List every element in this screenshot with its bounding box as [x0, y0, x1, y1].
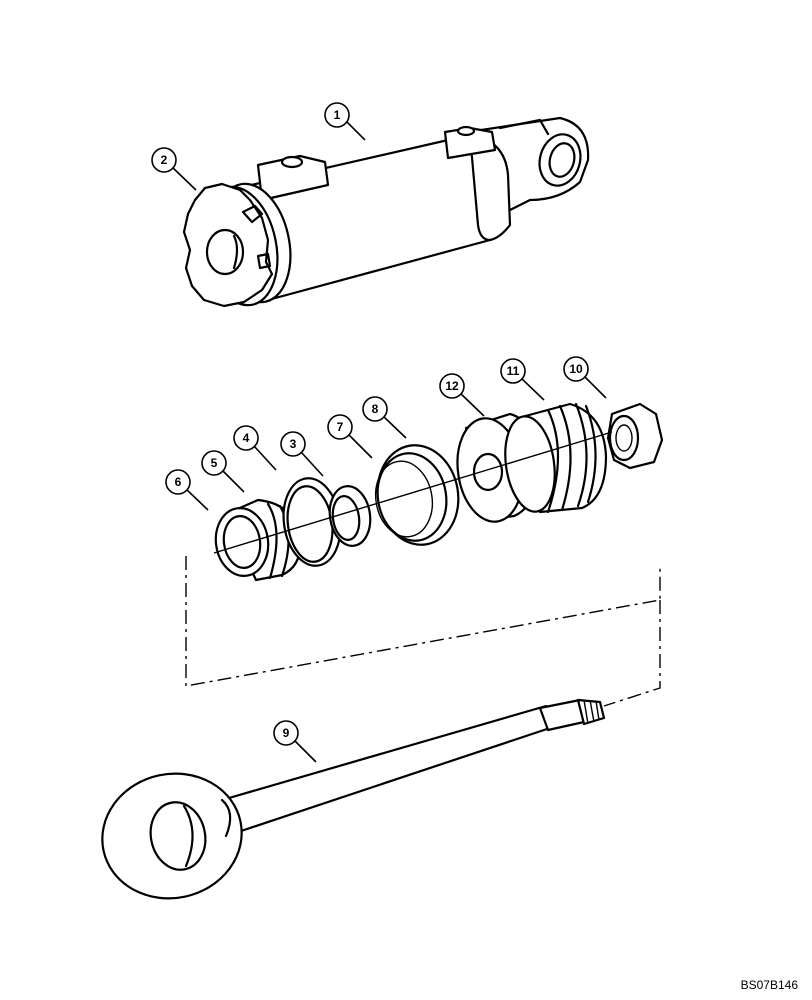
callout-label: 6 — [175, 475, 182, 489]
callout-9: 9 — [273, 720, 317, 763]
callout-label: 8 — [372, 402, 379, 416]
callout-label: 7 — [337, 420, 344, 434]
callout-7: 7 — [327, 414, 373, 459]
callout-label: 11 — [507, 364, 520, 378]
cylinder-barrel-assembly — [182, 116, 590, 308]
callout-label: 1 — [334, 108, 341, 122]
lock-nut — [606, 402, 664, 470]
callout-2: 2 — [151, 147, 197, 191]
callout-label: 4 — [243, 431, 250, 445]
drawing-code: BS07B146 — [740, 978, 798, 992]
callout-6: 6 — [165, 469, 209, 511]
o-ring-large — [374, 444, 460, 546]
callout-5: 5 — [201, 450, 245, 493]
callout-4: 4 — [233, 425, 277, 471]
callout-12: 12 — [439, 373, 485, 417]
callout-11: 11 — [500, 358, 545, 401]
callout-label: 2 — [161, 153, 168, 167]
callout-label: 12 — [445, 379, 459, 393]
piston — [504, 402, 608, 514]
piston-rod — [101, 698, 606, 900]
callout-label: 5 — [211, 456, 218, 470]
callout-label: 9 — [283, 726, 290, 740]
callout-10: 10 — [563, 356, 607, 399]
callout-8: 8 — [362, 396, 407, 439]
callout-label: 10 — [569, 362, 583, 376]
callout-3: 3 — [280, 431, 324, 477]
assembly-centerline — [185, 431, 661, 707]
wiper-seal — [328, 485, 372, 547]
callout-label: 3 — [290, 437, 297, 451]
callout-1: 1 — [324, 102, 366, 141]
